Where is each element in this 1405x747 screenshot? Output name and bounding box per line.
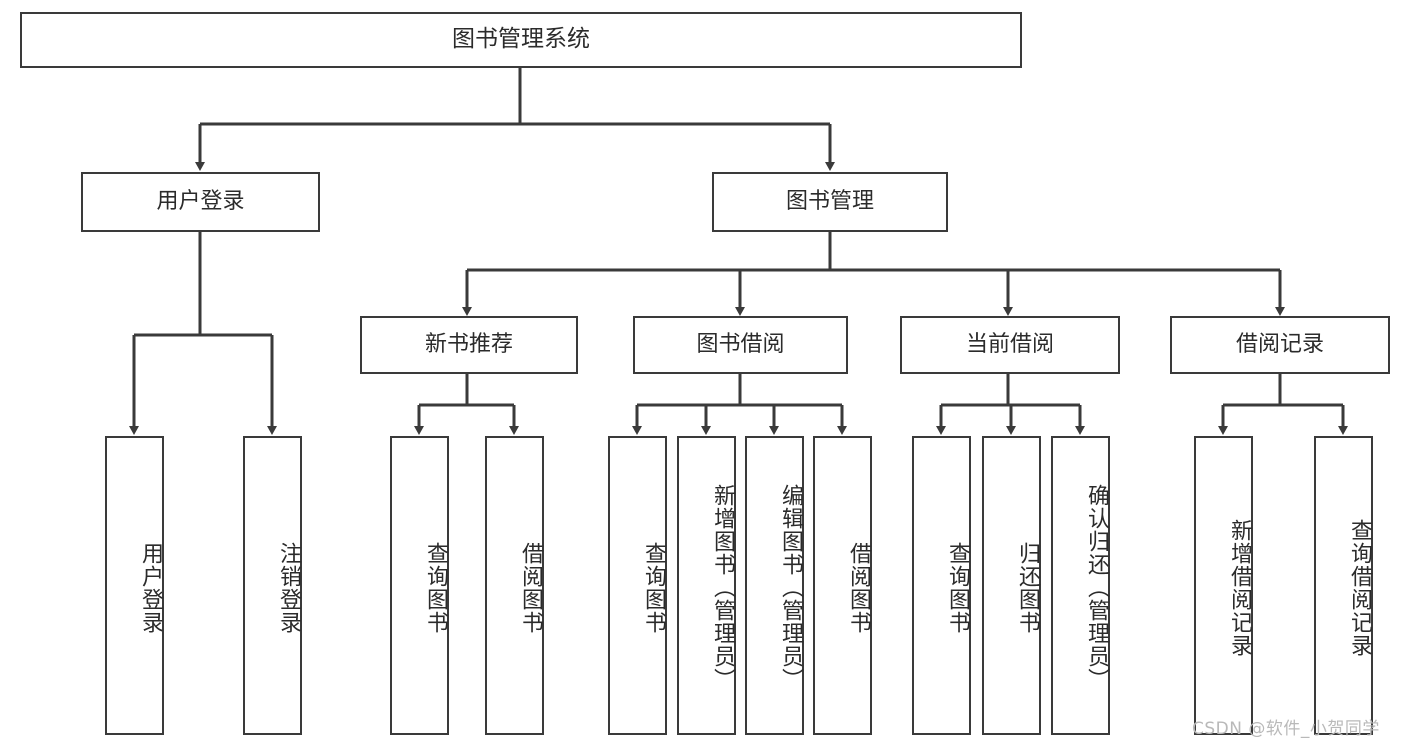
node-book-borrow[interactable]: 图书借阅 xyxy=(633,316,848,374)
leaf-query-book-recommend[interactable]: 查询图书 xyxy=(390,436,449,735)
node-borrow-record[interactable]: 借阅记录 xyxy=(1170,316,1390,374)
leaf-query-book-borrow[interactable]: 查询图书 xyxy=(608,436,667,735)
leaf-add-book[interactable]: 新增图书（管理员） xyxy=(677,436,736,735)
node-user-login[interactable]: 用户登录 xyxy=(81,172,320,232)
leaf-user-login[interactable]: 用户登录 xyxy=(105,436,164,735)
leaf-edit-book[interactable]: 编辑图书（管理员） xyxy=(745,436,804,735)
node-current-borrow[interactable]: 当前借阅 xyxy=(900,316,1120,374)
leaf-add-borrow-record[interactable]: 新增借阅记录 xyxy=(1194,436,1253,735)
leaf-return-book[interactable]: 归还图书 xyxy=(982,436,1041,735)
leaf-confirm-return[interactable]: 确认归还（管理员） xyxy=(1051,436,1110,735)
leaf-query-borrow-record[interactable]: 查询借阅记录 xyxy=(1314,436,1373,735)
leaf-logout-login[interactable]: 注销登录 xyxy=(243,436,302,735)
leaf-borrow-book-recommend[interactable]: 借阅图书 xyxy=(485,436,544,735)
node-book-management[interactable]: 图书管理 xyxy=(712,172,948,232)
leaf-borrow-book[interactable]: 借阅图书 xyxy=(813,436,872,735)
csdn-watermark: CSDN @软件_小贺同学 xyxy=(1192,719,1380,739)
node-new-book-recommend[interactable]: 新书推荐 xyxy=(360,316,578,374)
leaf-query-book-current[interactable]: 查询图书 xyxy=(912,436,971,735)
node-root-system[interactable]: 图书管理系统 xyxy=(20,12,1022,68)
